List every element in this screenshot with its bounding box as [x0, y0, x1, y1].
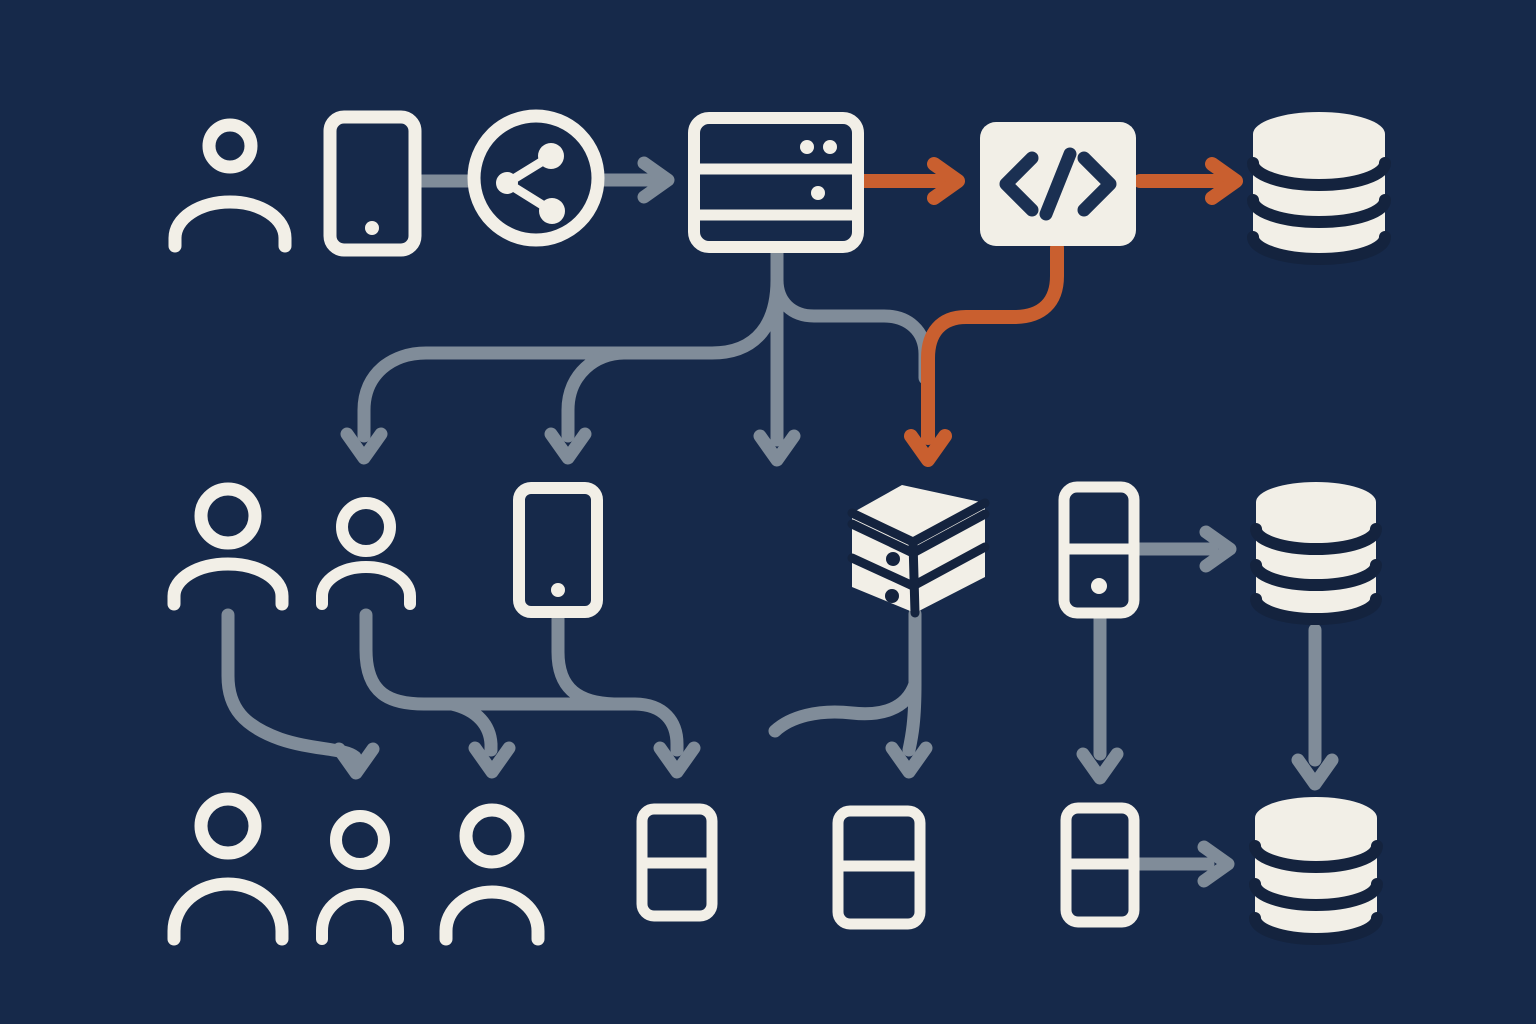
arrowhead-icon	[637, 156, 675, 204]
connector-code-to-db	[1133, 157, 1243, 205]
arrowhead-icon	[332, 742, 380, 780]
drive-dot	[886, 552, 900, 566]
connector-user1-to-user2-bot	[221, 608, 380, 780]
user-icon	[439, 803, 545, 946]
connector-row-branch-user3	[445, 697, 516, 779]
home-dot	[365, 221, 379, 235]
arrowhead-icon	[1076, 747, 1124, 785]
connector-phone-join-row	[551, 609, 621, 711]
connector-share-to-server	[594, 156, 675, 204]
status-dot	[811, 186, 825, 200]
server-tower-icon	[1058, 481, 1140, 619]
arrowhead-icon	[904, 429, 952, 467]
home-dot	[1091, 578, 1107, 594]
share-icon	[467, 109, 605, 247]
arrowhead-icon	[1291, 753, 1339, 791]
arrowhead-icon	[653, 741, 701, 779]
connector-dbmid-to-dbbot	[1291, 623, 1339, 791]
connector-tower-to-tablet3	[1076, 610, 1124, 785]
user-icon	[167, 792, 289, 946]
status-dot	[800, 140, 814, 154]
user-icon	[168, 118, 292, 253]
connector-stack-hook-left	[768, 677, 922, 738]
connector-server-branch-left	[340, 273, 784, 465]
arrowhead-icon	[340, 427, 388, 465]
code-block-icon	[980, 122, 1136, 246]
tablet-icon	[636, 803, 718, 922]
smartphone-icon	[323, 110, 422, 257]
connector-layer	[221, 156, 1339, 888]
connector-server-to-code	[856, 157, 965, 205]
arrowhead-icon	[753, 429, 801, 467]
user-icon	[167, 482, 289, 611]
arrowhead-icon	[1205, 157, 1243, 205]
connector-tower-to-db-mid	[1131, 525, 1237, 573]
database-icon	[1250, 482, 1382, 625]
arrowhead-icon	[468, 741, 516, 779]
database-icon	[1249, 797, 1383, 945]
smartphone-icon	[513, 482, 603, 618]
connector-user2-to-row-bottom	[359, 608, 701, 779]
arrowhead-icon	[1199, 525, 1237, 573]
connector-server-branch-mid	[544, 346, 631, 465]
server-stack-3d-icon	[847, 485, 990, 618]
arrowhead-icon	[544, 427, 592, 465]
arrowhead-icon	[927, 157, 965, 205]
server-icon	[688, 112, 864, 253]
arrowhead-icon	[885, 741, 933, 779]
connector-code-to-stack	[904, 241, 1064, 467]
drive-dot	[885, 589, 899, 603]
tablet-icon	[832, 805, 926, 930]
connector-tablet3-to-dbbot	[1132, 840, 1235, 888]
tablet-icon	[1060, 802, 1140, 928]
home-dot	[551, 583, 565, 597]
status-dot	[823, 140, 837, 154]
arrowhead-icon	[1197, 840, 1235, 888]
icon-layer	[167, 109, 1391, 946]
user-icon	[316, 810, 404, 945]
connector-server-branch-right	[770, 273, 932, 385]
user-icon	[316, 497, 416, 610]
database-icon	[1247, 112, 1391, 265]
